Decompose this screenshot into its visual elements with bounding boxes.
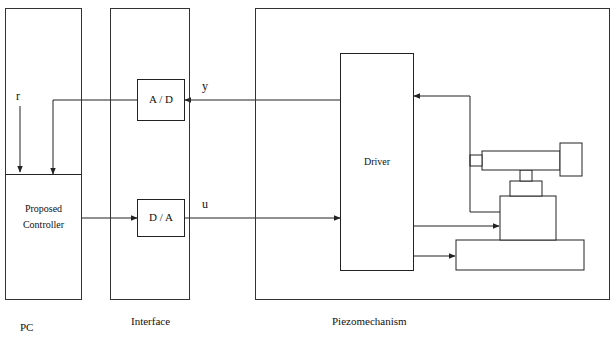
signal-connector [53, 100, 137, 174]
base-block [456, 240, 584, 270]
adc-box: A / D [137, 79, 185, 121]
signal-label: u [201, 198, 209, 211]
pc-panel: PCProposed Controller [5, 8, 82, 300]
panel-label: Interface [131, 315, 170, 327]
stage-block [500, 196, 556, 240]
driver-box: Driver [340, 53, 414, 271]
sensor-wire [414, 96, 500, 212]
box-label: Driver [364, 156, 390, 168]
box-label: Proposed Controller [14, 201, 74, 233]
controller-box: Proposed Controller [6, 174, 81, 300]
panel-label: PC [20, 321, 33, 333]
post [520, 170, 532, 181]
signal-label: r [16, 90, 20, 103]
interface-panel: InterfaceA / DD / A [110, 8, 190, 300]
camera-lens [470, 155, 482, 166]
drive-wire [413, 256, 455, 257]
mount-block [510, 181, 542, 196]
reference-arrow [20, 106, 21, 172]
signal-connector [185, 218, 340, 219]
signal-connector [81, 218, 137, 219]
box-label: A / D [149, 93, 173, 106]
panel-label: Piezomechanism [332, 315, 407, 327]
signal-connector [185, 100, 340, 101]
drive-wire [413, 226, 499, 227]
camera-end [560, 143, 582, 176]
camera-body [482, 151, 560, 170]
signal-label: y [201, 80, 209, 93]
dac-box: D / A [137, 199, 185, 237]
box-label: D / A [149, 211, 173, 224]
piezo-panel: PiezomechanismDriver [255, 8, 610, 300]
